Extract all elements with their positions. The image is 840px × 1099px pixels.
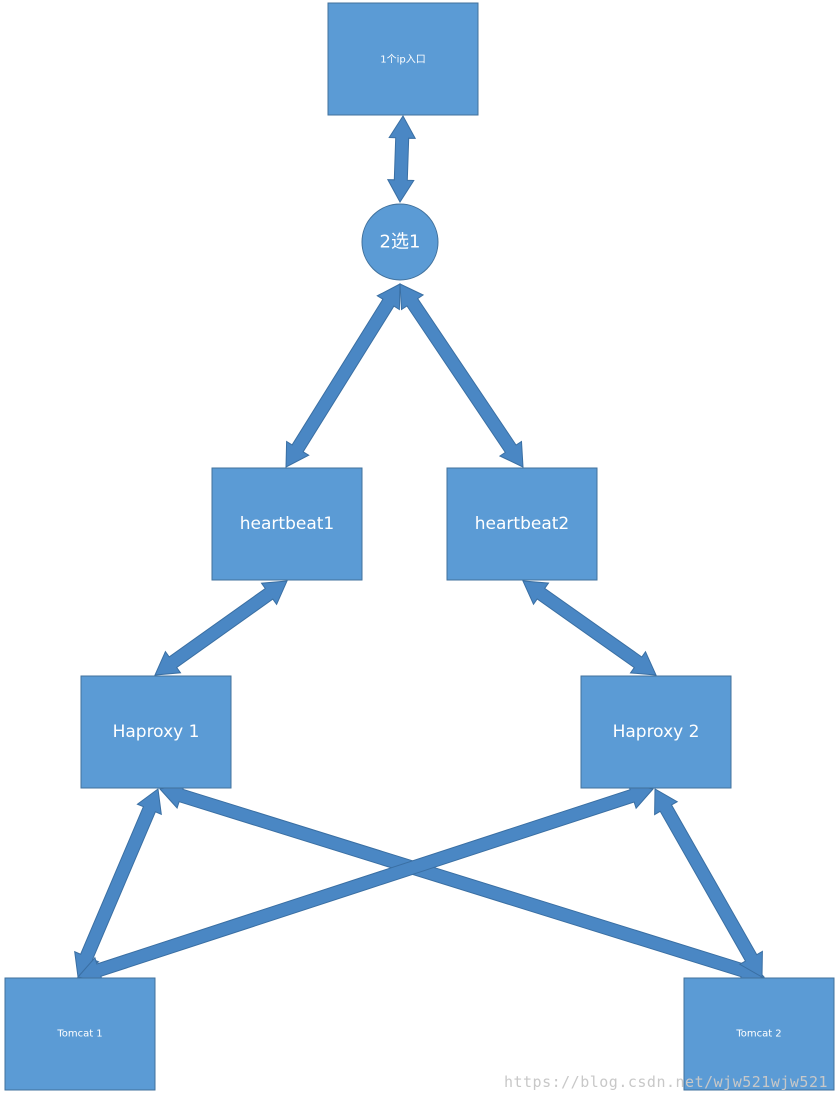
- selector-node-label: 2选1: [380, 232, 421, 253]
- arrow-heartbeat2-haproxy2: [522, 580, 657, 676]
- heartbeat2-node: heartbeat2: [446, 467, 598, 581]
- tomcat1-node-label: Tomcat 1: [56, 1029, 102, 1040]
- haproxy2-node: Haproxy 2: [580, 675, 732, 789]
- haproxy1-node-label: Haproxy 1: [113, 722, 200, 742]
- tomcat2-node: Tomcat 2: [683, 977, 835, 1091]
- watermark: https://blog.csdn.net/wjw521wjw521: [503, 1073, 828, 1091]
- haproxy1-node: Haproxy 1: [80, 675, 232, 789]
- entry-node-label: 1个ip入口: [380, 54, 426, 66]
- arrow-haproxy2-tomcat2: [654, 788, 763, 978]
- arrow-selector-heartbeat1: [285, 283, 401, 468]
- arrow-haproxy2-tomcat1: [77, 782, 654, 984]
- arrow-heartbeat1-haproxy1: [154, 580, 288, 676]
- arrow-entry-selector: [386, 115, 417, 203]
- heartbeat1-node-label: heartbeat1: [240, 514, 334, 534]
- tomcat1-node: Tomcat 1: [4, 977, 156, 1091]
- heartbeat1-node: heartbeat1: [211, 467, 363, 581]
- connector-arrows: [74, 115, 765, 984]
- haproxy2-node-label: Haproxy 2: [613, 722, 700, 742]
- heartbeat2-node-label: heartbeat2: [475, 514, 569, 534]
- tomcat2-node-label: Tomcat 2: [735, 1029, 781, 1040]
- selector-node: 2选1: [361, 203, 439, 281]
- arrow-selector-heartbeat2: [399, 283, 524, 468]
- entry-node: 1个ip入口: [327, 2, 479, 116]
